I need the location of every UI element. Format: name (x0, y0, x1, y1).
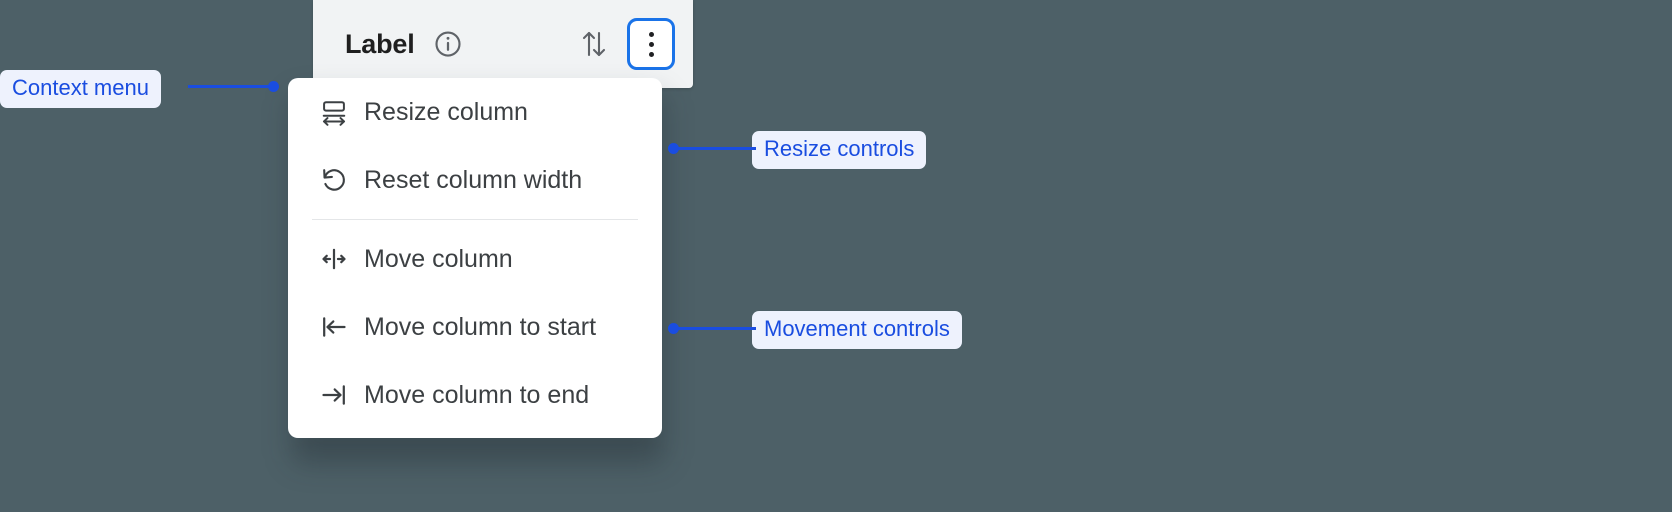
annotation-context-menu: Context menu (0, 70, 161, 109)
move-column-icon (320, 245, 348, 273)
column-context-menu: Resize column Reset column width Move co… (288, 78, 662, 438)
page-title: Label (345, 28, 415, 59)
column-header-card: Label (313, 0, 693, 88)
reset-width-undo-icon (320, 166, 348, 194)
annotation-movement-controls: Movement controls (752, 311, 962, 350)
annotation-anchor-dot (668, 143, 679, 154)
menu-item-label: Resize column (364, 97, 528, 126)
menu-item-move-column[interactable]: Move column (288, 225, 662, 293)
annotation-anchor-dot (668, 323, 679, 334)
column-overflow-menu-button[interactable] (627, 18, 675, 70)
move-to-end-icon (320, 381, 348, 409)
annotation-leader-line (188, 85, 274, 88)
menu-item-move-column-to-end[interactable]: Move column to end (288, 361, 662, 429)
menu-item-label: Move column to end (364, 380, 590, 409)
sort-arrows-icon[interactable] (577, 26, 611, 62)
resize-column-icon (320, 98, 348, 126)
annotation-leader-line (676, 327, 756, 330)
menu-item-move-column-to-start[interactable]: Move column to start (288, 293, 662, 361)
menu-item-resize-column[interactable]: Resize column (288, 78, 662, 146)
menu-item-label: Move column (364, 244, 513, 273)
move-to-start-icon (320, 313, 348, 341)
annotation-leader-line (676, 147, 756, 150)
menu-item-label: Reset column width (364, 165, 583, 194)
info-circle-icon[interactable] (433, 29, 463, 59)
menu-divider (312, 219, 638, 220)
annotation-resize-controls: Resize controls (752, 131, 927, 170)
kebab-dot (648, 31, 654, 37)
kebab-dot (648, 41, 654, 47)
annotation-anchor-dot (268, 81, 279, 92)
menu-item-label: Move column to start (364, 312, 597, 341)
kebab-dot (648, 51, 654, 57)
menu-item-reset-column-width[interactable]: Reset column width (288, 146, 662, 214)
